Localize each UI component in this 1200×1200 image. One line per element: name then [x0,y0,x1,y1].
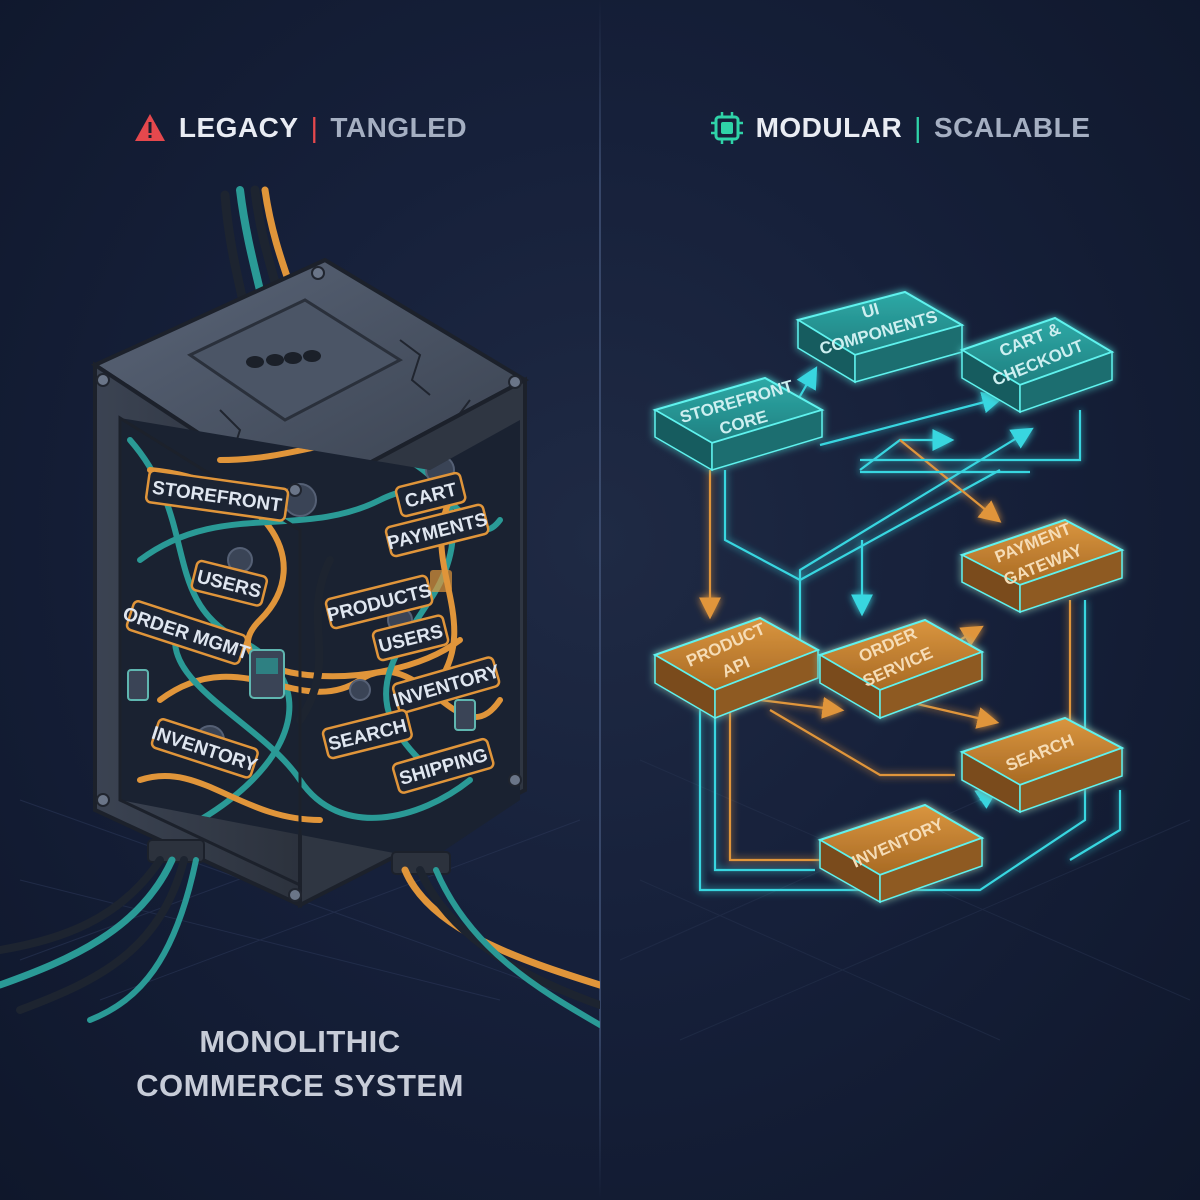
module-order-service [817,618,985,720]
cable-sockets [246,350,321,368]
legacy-title: LEGACY [178,112,299,143]
legacy-subtitle: TANGLED [330,112,468,143]
legacy-separator: | [310,112,319,143]
module-inventory [817,803,985,904]
modular-header: MODULAR | SCALABLE [600,108,1200,148]
legacy-footer-line2: COMMERCE SYSTEM [136,1068,464,1103]
modular-separator: | [914,112,922,143]
panel-divider [599,0,601,1200]
module-product-api [652,616,821,720]
module-search [959,716,1125,814]
module-payment-gateway [959,518,1125,614]
tag-users: USERS [190,559,269,607]
frontend-modules: STOREFRONT CORE UI COMPONENTS CART & CHE… [652,290,1115,472]
modular-panel: MODULAR | SCALABLE [600,0,1200,1200]
bottom-cables [0,839,600,1028]
module-ui-components [795,290,965,384]
monolith-illustration: STOREFRONT CART PAYMENTS USERS PRODUCTS … [0,185,600,1028]
modular-subtitle: SCALABLE [933,112,1091,143]
legacy-header: LEGACY | TANGLED [0,108,600,148]
module-storefront-core [652,376,825,472]
backend-modules: PAYMENT GATEWAY PRODUCT API ORDER SERVIC… [652,518,1125,904]
modular-title: MODULAR [755,112,903,143]
module-cart-checkout [959,316,1115,414]
legacy-panel: LEGACY | TANGLED [0,108,600,1103]
bolts [96,266,522,902]
ui-components-line1: UI [860,299,882,322]
modular-diagram: STOREFRONT CORE UI COMPONENTS CART & CHE… [619,290,1191,1041]
legacy-footer-line1: MONOLITHIC [199,1024,401,1059]
tag-users-2: USERS [371,614,450,662]
chip-icon [710,112,743,144]
warning-icon [134,114,165,141]
floor-grid-right [619,759,1191,1041]
